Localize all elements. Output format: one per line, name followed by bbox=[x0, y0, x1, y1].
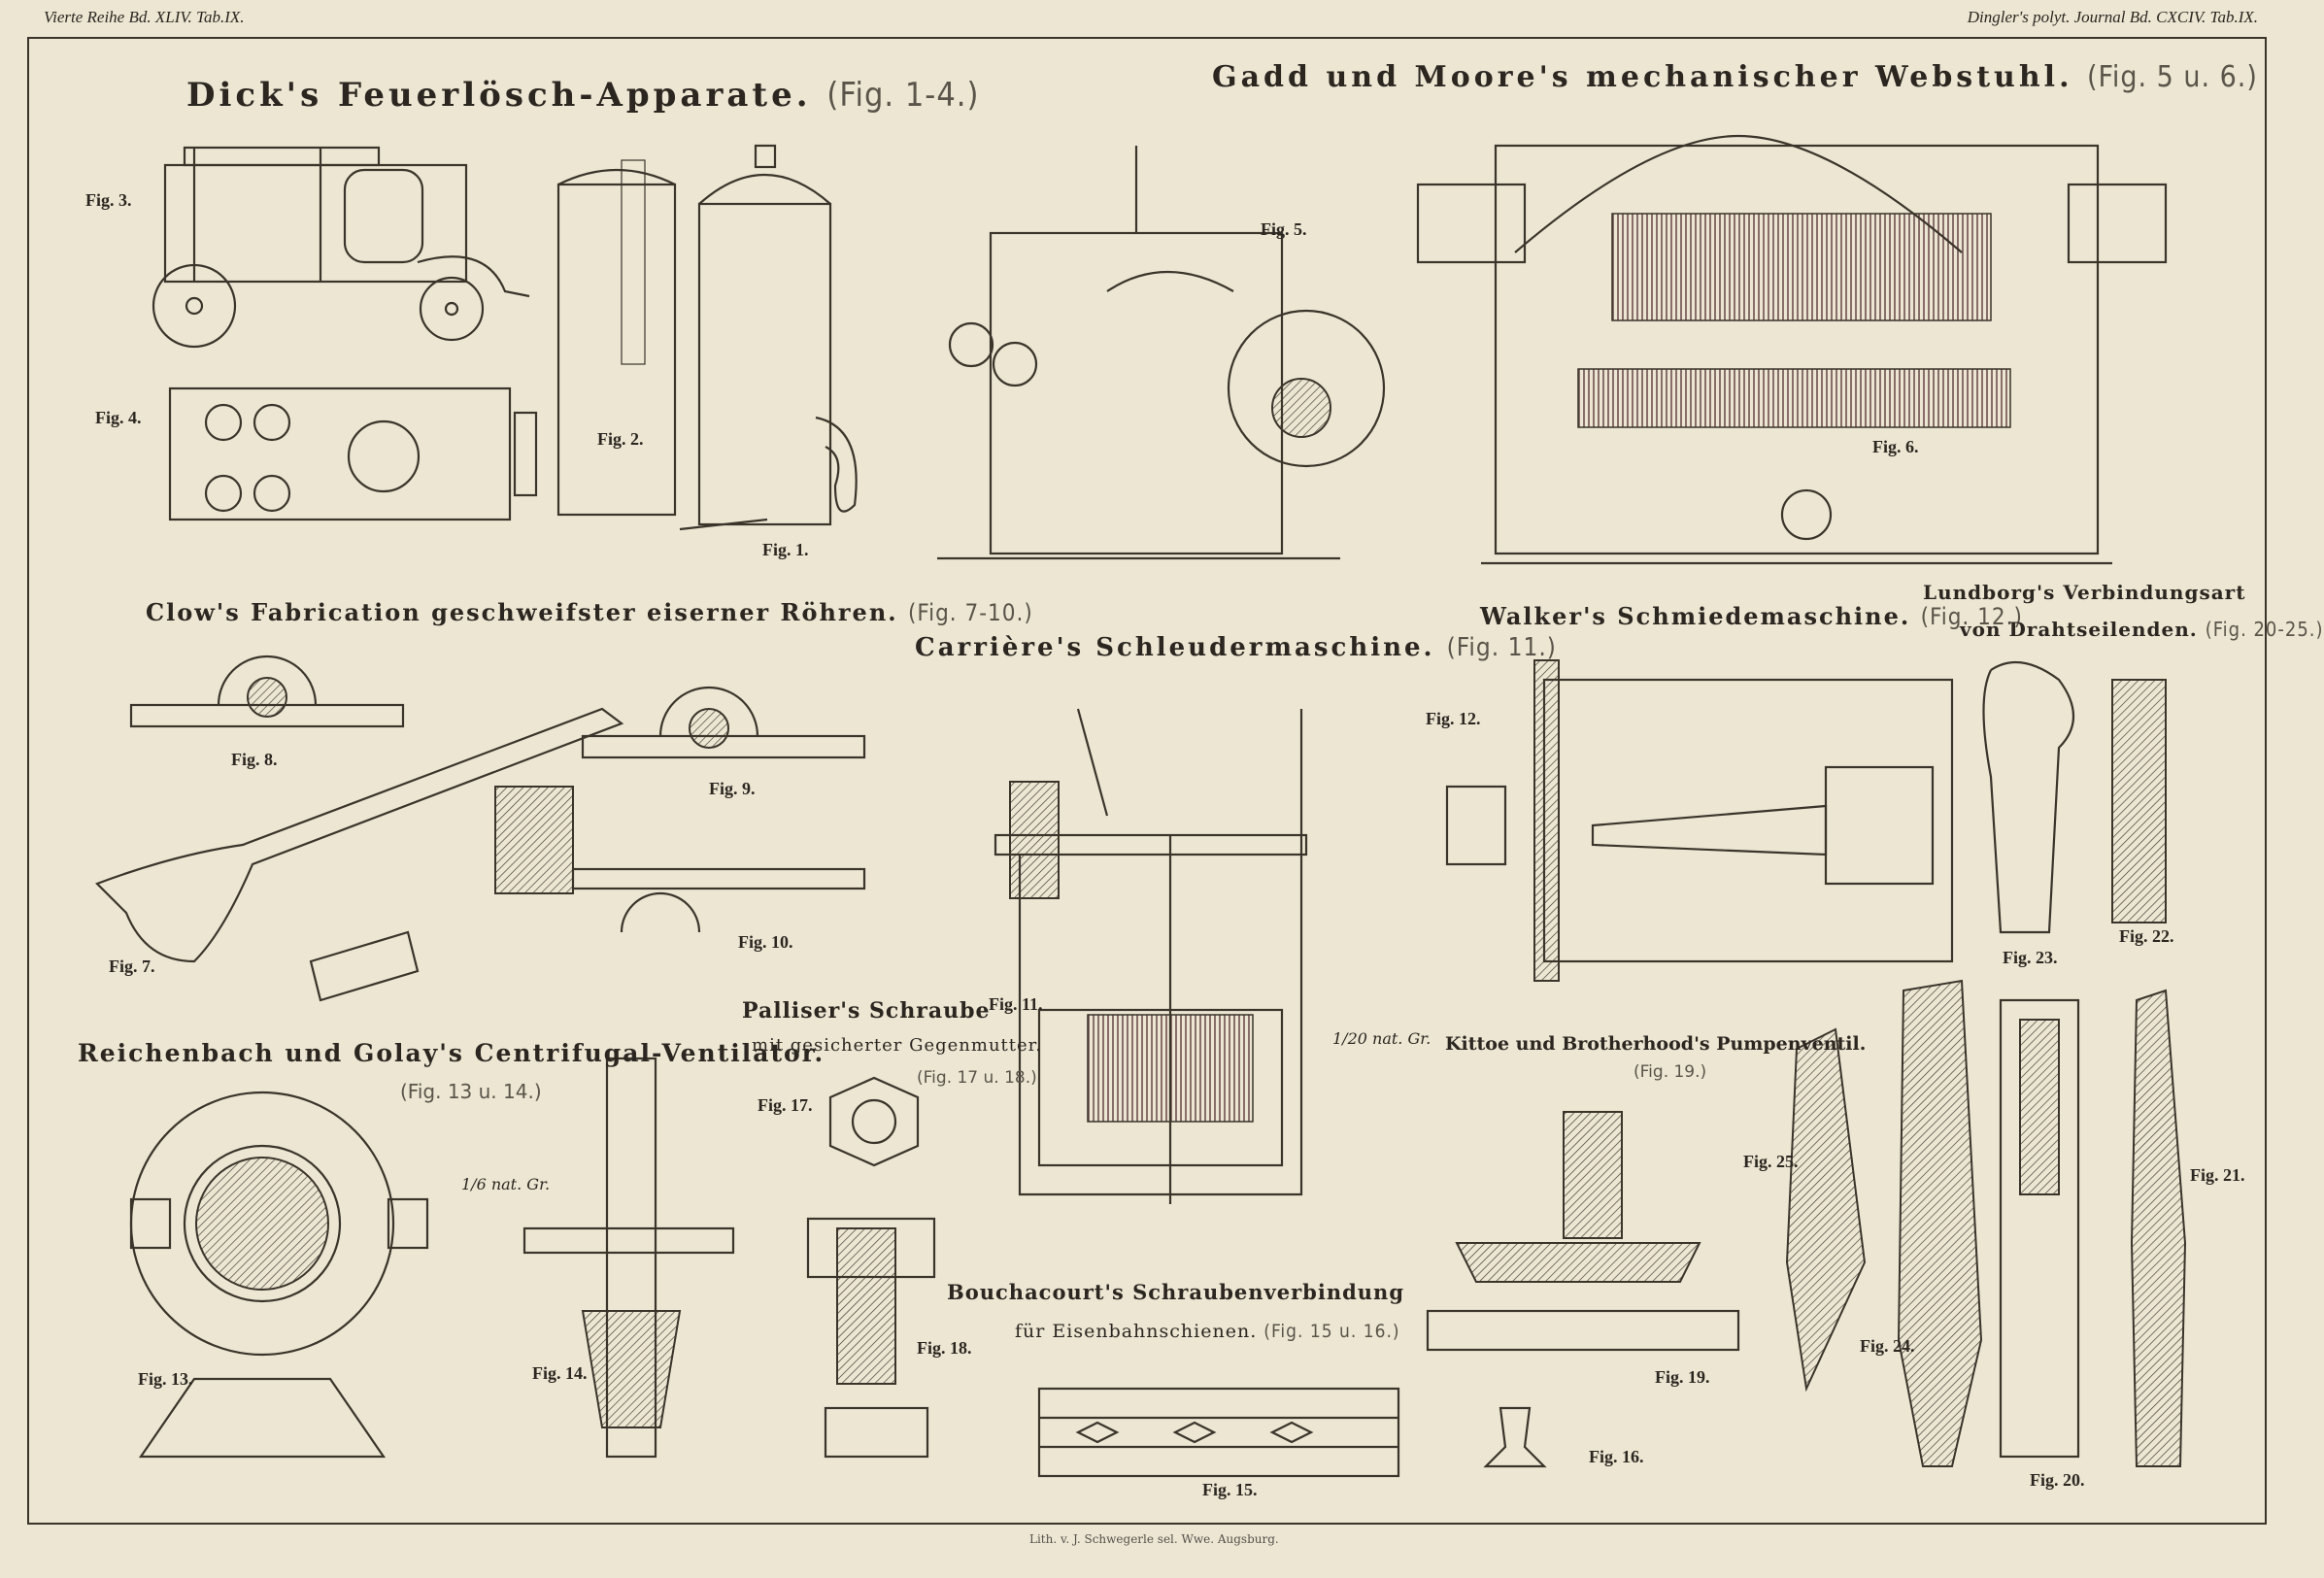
fig3-drawing bbox=[152, 146, 530, 349]
title-carriere-ref: (Fig. 11.) bbox=[1446, 633, 1557, 662]
header-right: Dingler's polyt. Journal Bd. CXCIV. Tab.… bbox=[1967, 8, 2258, 26]
fig18-label: Fig. 18. bbox=[917, 1338, 972, 1358]
title-clow-text: Clow's Fabrication geschweifster eiserne… bbox=[146, 598, 898, 626]
title-carriere-text: Carrière's Schleudermaschine. bbox=[915, 633, 1435, 662]
fig14-label: Fig. 14. bbox=[532, 1363, 588, 1383]
fig14-drawing bbox=[522, 1057, 735, 1459]
title-kittoe-ref: (Fig. 19.) bbox=[1634, 1062, 1707, 1082]
fig22-label: Fig. 22. bbox=[2119, 926, 2174, 946]
title-dick-ref: (Fig. 1-4.) bbox=[826, 76, 980, 115]
fig1-fig2-drawing bbox=[556, 144, 858, 531]
fig12-label: Fig. 12. bbox=[1426, 709, 1481, 728]
fig22-23-drawing bbox=[1982, 660, 2167, 934]
fig4-label: Fig. 4. bbox=[95, 408, 142, 427]
title-palliser-ref: (Fig. 17 u. 18.) bbox=[917, 1068, 1037, 1088]
title-carriere: Carrière's Schleudermaschine. (Fig. 11.) bbox=[915, 633, 1557, 662]
title-dick-text: Dick's Feuerlösch-Apparate. bbox=[186, 76, 812, 115]
title-lundberg-ref: (Fig. 20-25.) bbox=[2205, 618, 2324, 641]
fig8-label: Fig. 8. bbox=[231, 750, 278, 769]
title-palliser-line1: Palliser's Schraube bbox=[742, 998, 991, 1024]
fig16-label: Fig. 16. bbox=[1589, 1447, 1644, 1466]
fig13-label: Fig. 13. bbox=[138, 1369, 193, 1389]
scale-fig13: 1/6 nat. Gr. bbox=[461, 1175, 551, 1193]
title-lundberg-text: von Drahtseilenden. bbox=[1960, 618, 2198, 641]
title-clow: Clow's Fabrication geschweifster eiserne… bbox=[146, 598, 1033, 626]
lithographer-credit: Lith. v. J. Schwegerle sel. Wwe. Augsbur… bbox=[1029, 1532, 1279, 1546]
fig6-label: Fig. 6. bbox=[1872, 437, 1919, 456]
fig13-drawing bbox=[129, 1091, 429, 1459]
fig20-25-drawing bbox=[1785, 979, 2187, 1467]
title-reichenbach-ref: (Fig. 13 u. 14.) bbox=[400, 1080, 542, 1103]
fig21-label: Fig. 21. bbox=[2190, 1165, 2245, 1185]
fig10-label: Fig. 10. bbox=[738, 932, 793, 952]
plate-frame bbox=[27, 37, 2267, 1525]
title-dick: Dick's Feuerlösch-Apparate. (Fig. 1-4.) bbox=[186, 76, 979, 115]
title-gadd-text: Gadd und Moore's mechanischer Webstuhl. bbox=[1212, 60, 2073, 94]
title-palliser-line2: mit gesicherter Gegenmutter. bbox=[752, 1035, 1043, 1056]
fig19-drawing bbox=[1426, 1111, 1740, 1352]
fig2-label: Fig. 2. bbox=[597, 429, 644, 449]
fig1-label: Fig. 1. bbox=[762, 540, 809, 559]
fig23-label: Fig. 23. bbox=[2003, 948, 2058, 967]
title-walker: Walker's Schmiedemaschine. (Fig. 12.) bbox=[1480, 602, 2023, 630]
fig7-10-drawing bbox=[95, 655, 866, 1002]
title-lundberg-line1: Lundborg's Verbindungsart bbox=[1923, 581, 2246, 604]
title-reichenbach: Reichenbach und Golay's Centrifugal-Vent… bbox=[78, 1039, 825, 1067]
title-gadd-ref: (Fig. 5 u. 6.) bbox=[2086, 60, 2258, 94]
fig12-drawing bbox=[1445, 659, 1954, 982]
fig20-label: Fig. 20. bbox=[2030, 1470, 2085, 1490]
fig24-label: Fig. 24. bbox=[1860, 1336, 1915, 1356]
fig3-label: Fig. 3. bbox=[85, 190, 132, 210]
fig17-label: Fig. 17. bbox=[758, 1095, 813, 1115]
fig19-label: Fig. 19. bbox=[1655, 1367, 1710, 1387]
title-bouchacourt-ref: (Fig. 15 u. 16.) bbox=[1263, 1321, 1400, 1342]
header-left: Vierte Reihe Bd. XLIV. Tab.IX. bbox=[44, 8, 245, 26]
fig4-drawing bbox=[168, 386, 538, 521]
fig25-label: Fig. 25. bbox=[1743, 1152, 1799, 1171]
fig17-18-drawing bbox=[806, 1076, 936, 1459]
fig7-label: Fig. 7. bbox=[109, 957, 155, 976]
title-lundberg-line2: von Drahtseilenden. (Fig. 20-25.) bbox=[1960, 618, 2324, 641]
title-clow-ref: (Fig. 7-10.) bbox=[907, 599, 1033, 626]
title-walker-ref: (Fig. 12.) bbox=[1920, 603, 2023, 630]
title-walker-text: Walker's Schmiedemaschine. bbox=[1480, 602, 1911, 630]
title-kittoe: Kittoe und Brotherhood's Pumpenventil. bbox=[1445, 1033, 1867, 1055]
fig5-label: Fig. 5. bbox=[1261, 219, 1307, 239]
fig15-16-drawing bbox=[1037, 1387, 1547, 1478]
fig5-drawing bbox=[937, 146, 1386, 560]
fig11-drawing bbox=[994, 708, 1308, 1204]
title-gadd: Gadd und Moore's mechanischer Webstuhl. … bbox=[1212, 60, 2258, 94]
title-bouchacourt-line2: für Eisenbahnschienen. (Fig. 15 u. 16.) bbox=[1015, 1321, 1400, 1342]
scale-fig11: 1/20 nat. Gr. bbox=[1332, 1029, 1431, 1048]
fig9-label: Fig. 9. bbox=[709, 779, 756, 798]
fig6-drawing bbox=[1416, 134, 2168, 565]
title-bouchacourt-text: für Eisenbahnschienen. bbox=[1015, 1321, 1258, 1342]
fig11-label: Fig. 11. bbox=[989, 994, 1043, 1014]
title-bouchacourt-line1: Bouchacourt's Schraubenverbindung bbox=[947, 1280, 1405, 1304]
fig15-label: Fig. 15. bbox=[1202, 1480, 1258, 1499]
